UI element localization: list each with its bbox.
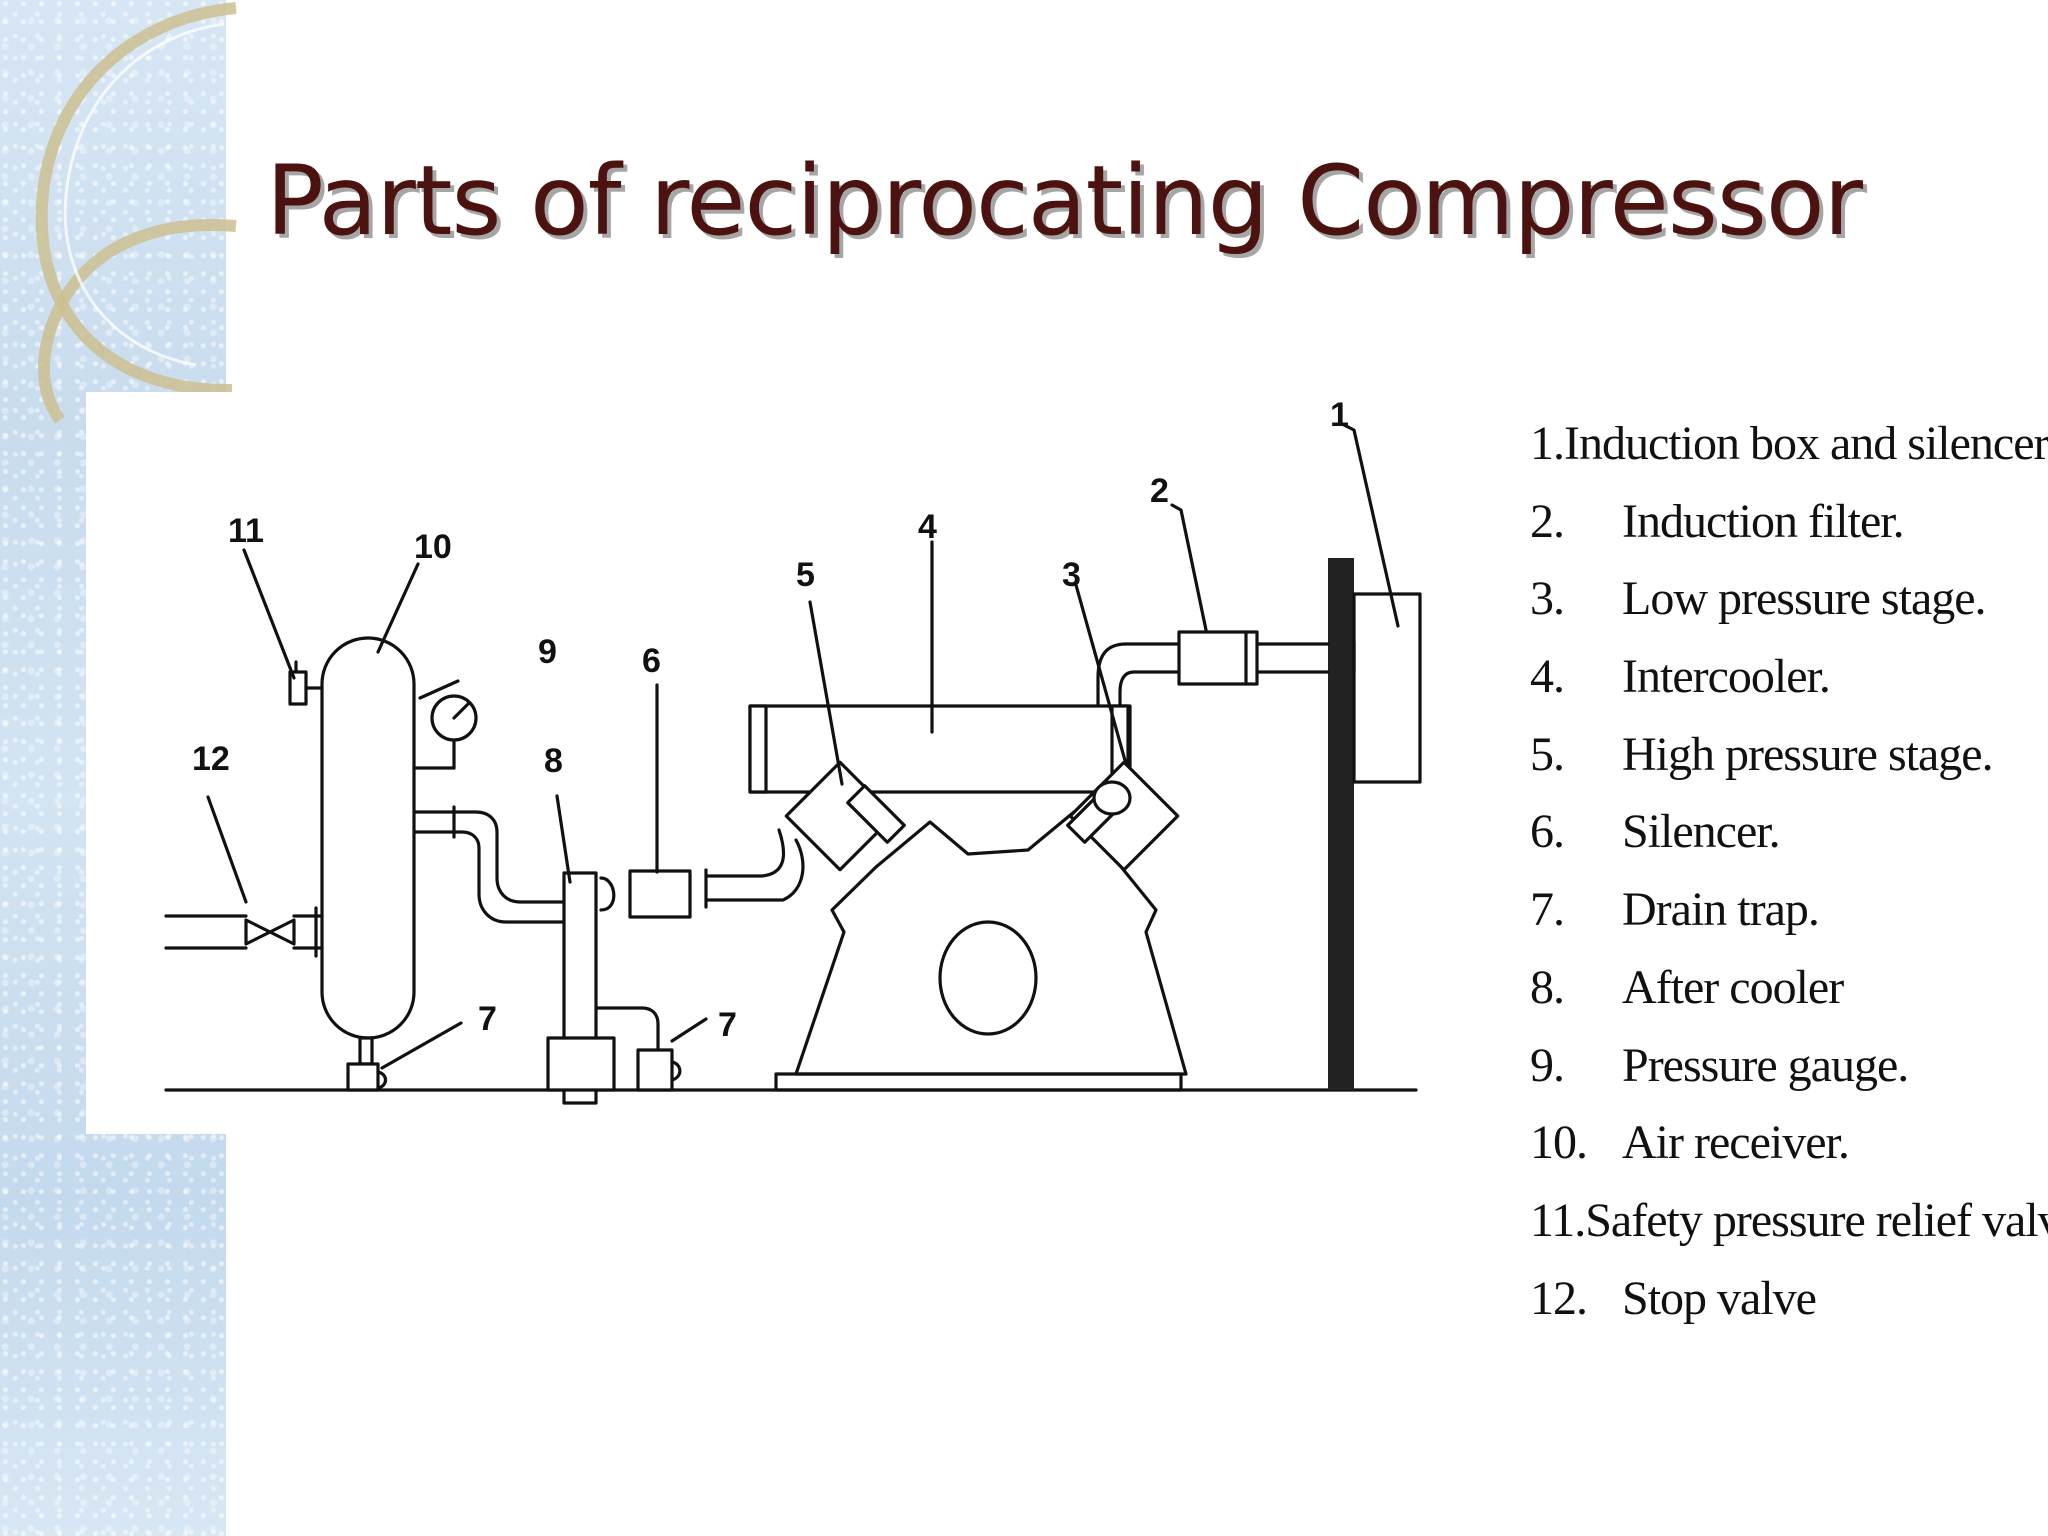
diagram-label-3: 3 <box>1062 556 1081 594</box>
label-9-leader <box>418 679 460 700</box>
diagram-label-4: 4 <box>918 508 937 546</box>
legend-text: Air receiver. <box>1622 1116 1850 1170</box>
intercooler-left-flange <box>748 704 768 794</box>
label-7-right-leader <box>670 1017 708 1043</box>
pressure-gauge-needle <box>452 702 470 720</box>
legend-number: 12. <box>1530 1271 1588 1325</box>
diagram-label-2: 2 <box>1150 472 1169 510</box>
legend-item-7: 7. Drain trap. <box>1530 886 2030 964</box>
legend-number: 7. <box>1530 883 1565 937</box>
diagram-label-1: 1 <box>1330 396 1349 434</box>
legend-text: Drain trap. <box>1622 883 1820 937</box>
parts-legend: 1. Induction box and silencer 2. Inducti… <box>1530 417 2048 1353</box>
legend-number: 6. <box>1530 805 1565 859</box>
label-10-leader <box>376 562 420 654</box>
drain-trap-left <box>346 1062 380 1092</box>
slide-title: Parts of reciprocating Compressor <box>265 145 1863 257</box>
legend-number: 5. <box>1530 727 1565 781</box>
induction-filter <box>1177 630 1259 686</box>
legend-item-6: 6. Silencer. <box>1530 808 2030 886</box>
decorative-ring-graphic <box>35 2 237 424</box>
compressor-base <box>774 1072 1183 1092</box>
legend-text: Intercooler. <box>1622 650 1831 704</box>
legend-number: 9. <box>1530 1038 1565 1092</box>
legend-text: Low pressure stage. <box>1622 572 1987 626</box>
legend-text: Stop valve <box>1622 1271 1817 1325</box>
legend-text: Induction box and silencer <box>1564 417 2048 470</box>
legend-item-9: 9. Pressure gauge. <box>1530 1038 2030 1120</box>
legend-number: 8. <box>1530 960 1565 1014</box>
drain-trap-right-outlet <box>670 1060 682 1082</box>
intercooler <box>748 704 1132 794</box>
drain-trap-left-outlet <box>376 1070 388 1090</box>
diagram-label-7-left: 7 <box>478 1000 497 1038</box>
diagram-label-5: 5 <box>796 556 815 594</box>
receiver-inlet-pipe-bottom <box>412 830 566 924</box>
label-1-leader <box>1342 423 1400 628</box>
crankcase-opening <box>938 920 1038 1036</box>
diagram-label-10: 10 <box>414 528 452 566</box>
low-pressure-port <box>1092 780 1132 816</box>
legend-number: 1. <box>1530 417 1565 470</box>
legend-item-12: 12. Stop valve <box>1530 1271 2030 1353</box>
diagram-label-11: 11 <box>228 512 264 550</box>
legend-item-11: 11. Safety pressure relief valve. <box>1530 1193 2048 1275</box>
diagram-label-7-right: 7 <box>718 1006 737 1044</box>
low-pressure-inlet-pipe-outer <box>1096 642 1181 804</box>
legend-item-4: 4. Intercooler. <box>1530 653 2030 731</box>
legend-item-3: 3. Low pressure stage. <box>1530 575 2030 653</box>
hp-discharge-pipe-bottom <box>704 828 786 878</box>
legend-item-2: 2. Induction filter. <box>1530 494 2030 576</box>
label-12-leader <box>206 795 248 904</box>
legend-item-10: 10. Air receiver. <box>1530 1119 2030 1197</box>
after-cooler-base <box>546 1036 616 1092</box>
legend-number: 4. <box>1530 650 1565 704</box>
legend-number: 10. <box>1530 1116 1588 1170</box>
hp-discharge-pipe-top <box>704 838 805 902</box>
silencer <box>628 869 692 919</box>
brick-wall <box>1328 558 1354 1090</box>
diagram-label-8: 8 <box>544 742 563 780</box>
label-8-leader <box>555 794 572 884</box>
high-pressure-cylinder-neck <box>846 784 906 844</box>
silencer-left-cap <box>599 876 616 912</box>
induction-box-silencer <box>1352 592 1422 784</box>
diagram-label-9: 9 <box>538 633 557 671</box>
legend-item-5: 5. High pressure stage. <box>1530 727 2030 809</box>
label-2-leader <box>1170 503 1208 632</box>
legend-text: Silencer. <box>1622 805 1781 859</box>
label-5-leader <box>808 600 844 786</box>
legend-number: 11. <box>1530 1193 1586 1247</box>
label-3-leader <box>1074 583 1128 766</box>
legend-text: High pressure stage. <box>1622 727 1994 781</box>
drain-trap-right <box>636 1048 674 1092</box>
drain-line <box>594 1006 660 1052</box>
diagram-label-6: 6 <box>642 642 661 680</box>
reciprocating-compressor-diagram: 1 2 3 4 5 6 7 7 8 9 10 11 12 <box>164 396 1422 1105</box>
receiver-drain-pipe <box>358 1036 374 1066</box>
legend-text: Pressure gauge. <box>1622 1038 1909 1092</box>
legend-text: Safety pressure relief valve. <box>1585 1193 2048 1247</box>
compressor-diagram-panel: 1 2 3 4 5 6 7 7 8 9 10 11 12 <box>86 392 1484 1134</box>
low-pressure-inlet-pipe-inner <box>1118 670 1181 804</box>
stop-valve-left-half <box>244 918 272 946</box>
legend-text: After cooler <box>1622 960 1844 1014</box>
receiver-inlet-pipe-top <box>412 810 566 904</box>
label-11-leader <box>242 548 296 680</box>
stop-valve-right-half <box>268 918 296 946</box>
label-7-left-leader <box>380 1021 463 1070</box>
diagram-label-12: 12 <box>192 740 230 778</box>
legend-number: 2. <box>1530 494 1565 548</box>
air-receiver <box>320 636 416 1040</box>
legend-number: 3. <box>1530 572 1565 626</box>
legend-text: Induction filter. <box>1622 494 1905 548</box>
legend-item-1: 1. Induction box and silencer <box>1530 417 2048 498</box>
legend-item-8: 8. After cooler <box>1530 960 2030 1042</box>
